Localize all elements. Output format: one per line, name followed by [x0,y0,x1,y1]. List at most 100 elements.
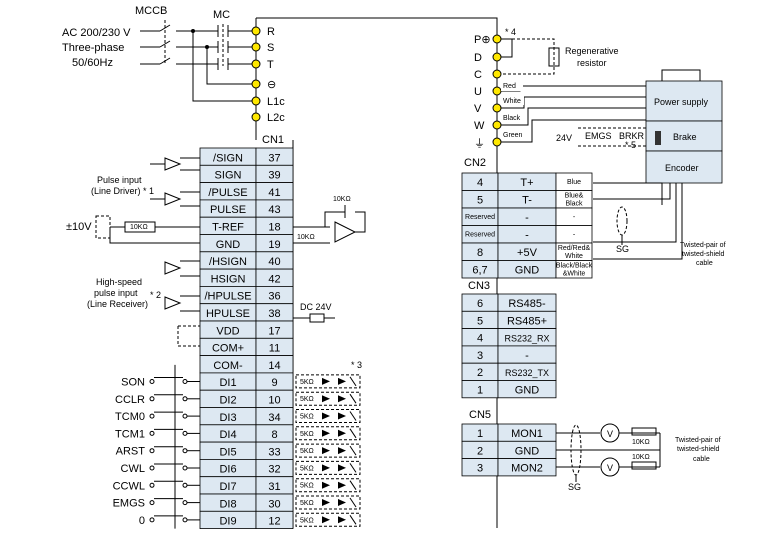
cn1-signal-name: DI9 [219,516,236,528]
cn3-pin-number: 1 [477,385,483,397]
wire-black: Black [503,115,521,122]
optocoupler-transistor [349,376,357,387]
cn1-pin-number: 34 [268,412,280,424]
optocoupler-box [295,443,361,458]
brkr-label: BRKR [619,131,645,141]
cn1-signal-name: T-REF [212,222,244,234]
regen-resistor [548,47,560,67]
emgs-label: EMGS [585,131,612,141]
di-input-label: CWL [121,463,145,475]
pulse-input-label1: Pulse input [97,175,142,185]
cn1-signal-name: PULSE [210,204,246,216]
cn2-cell-text: - [525,212,529,224]
cn2-cell-text: T+ [520,177,533,189]
optocoupler-box [295,374,361,389]
p-d-jumper [501,38,513,58]
cn2-title: CN2 [464,157,486,169]
cn2-cell-text: Blue [567,179,581,186]
cn1-pin-number: 37 [268,152,280,164]
r10k-b: 10KΩ [297,234,315,241]
optocoupler-led [338,395,346,403]
cn3-signal-name: RS485- [508,298,546,310]
term-l1c: L1c [267,96,285,108]
cn1-signal-name: /SIGN [213,152,243,164]
cn1-pin-number: 33 [268,446,280,458]
optocoupler-led [338,377,346,385]
encoder-label: Encoder [665,163,699,173]
di-input-label: ARST [116,446,146,458]
term-w: W [474,120,485,132]
di-switch-contact [182,465,188,471]
optocoupler-resistor: 5KΩ [300,396,314,403]
cn1-signal-name: DI5 [219,446,236,458]
cn3-signal-name: RS485+ [507,315,547,327]
motor-top [661,69,701,81]
cn3-signal-name: - [525,350,529,362]
cn1-signal-name: COM- [213,360,243,372]
di-input-label: CCLR [115,394,145,406]
cn2-cell [555,260,593,279]
cn5-pin-number: 2 [477,445,483,457]
optocoupler-led [338,499,346,506]
optocoupler-led [322,499,330,506]
dc24-label: DC 24V [300,302,332,312]
optocoupler-led [322,429,330,437]
hs-label3: (Line Receiver) [87,299,148,309]
term-s: S [267,42,274,54]
optocoupler-resistor: 5KΩ [300,483,314,490]
wire-white: White [503,98,521,105]
cn1-pin-number: 31 [268,481,280,493]
cn2-cell-text: White [565,253,583,260]
di-switch-contact [149,396,155,402]
cn3-pin-number: 3 [477,350,483,362]
optocoupler-led [322,377,330,385]
cn2-cell-text: Black [565,201,583,208]
di-switch-contact [182,482,188,488]
di-input-label: 0 [139,515,145,527]
cn5-pin-number: 1 [477,428,483,440]
note2-label: * 2 [150,290,161,300]
cn1-pin-number: 11 [269,343,280,355]
di-switch-contact [149,448,155,454]
cn1-signal-name: DI6 [219,464,236,476]
optocoupler-transistor [349,480,357,490]
di-switch-contact [149,517,155,523]
term-ground: ⏚ [474,137,485,150]
cn1-pin-number: 43 [268,204,280,216]
di-switch-contact [149,379,155,384]
cn1-pin-number: 36 [268,291,280,303]
cn3-pin-number: 4 [477,333,483,345]
cn5-meter1-v: V [607,429,613,439]
cn2-cable [593,182,683,260]
cn1-pin-number: 19 [268,239,280,251]
cn3-signal-name: RS232_TX [505,368,549,378]
cn5-meters [556,423,661,482]
di-switch-contact [182,396,188,402]
cn1-signal-name: HSIGN [211,273,246,285]
cn5-signal-name: MON1 [511,428,543,440]
di-input-label: SON [121,377,145,389]
cn2-cell-text: Reserved [465,214,495,221]
encoder-box [645,150,723,184]
cn1-signal-name: DI7 [219,481,236,493]
cn3-signal-name: RS232_RX [504,334,549,344]
brake-coil [655,131,661,145]
pulse-input-label2: (Line Driver) * 1 [91,186,154,196]
r10k-c: 10KΩ [333,196,351,203]
cn3-pin-number: 5 [477,315,483,327]
term-p: P⊕ [474,34,491,46]
cn1-pin-number: 41 [268,187,280,199]
cn3-title: CN3 [468,280,490,292]
hs-label2: pulse input [94,288,138,298]
power-terminals: R S T ⊖ L1c L2c [251,26,285,124]
power-supply-box [645,80,723,122]
optocoupler-box [295,391,361,406]
power-lines [140,20,256,102]
cn1-pin-number: 42 [268,273,280,285]
supply-line2: Three-phase [62,42,124,54]
supply-line1: AC 200/230 V [62,27,131,39]
di-switch-contact [182,413,188,419]
optocoupler-transistor [349,393,357,404]
cn1-pin-number: 17 [268,325,280,337]
